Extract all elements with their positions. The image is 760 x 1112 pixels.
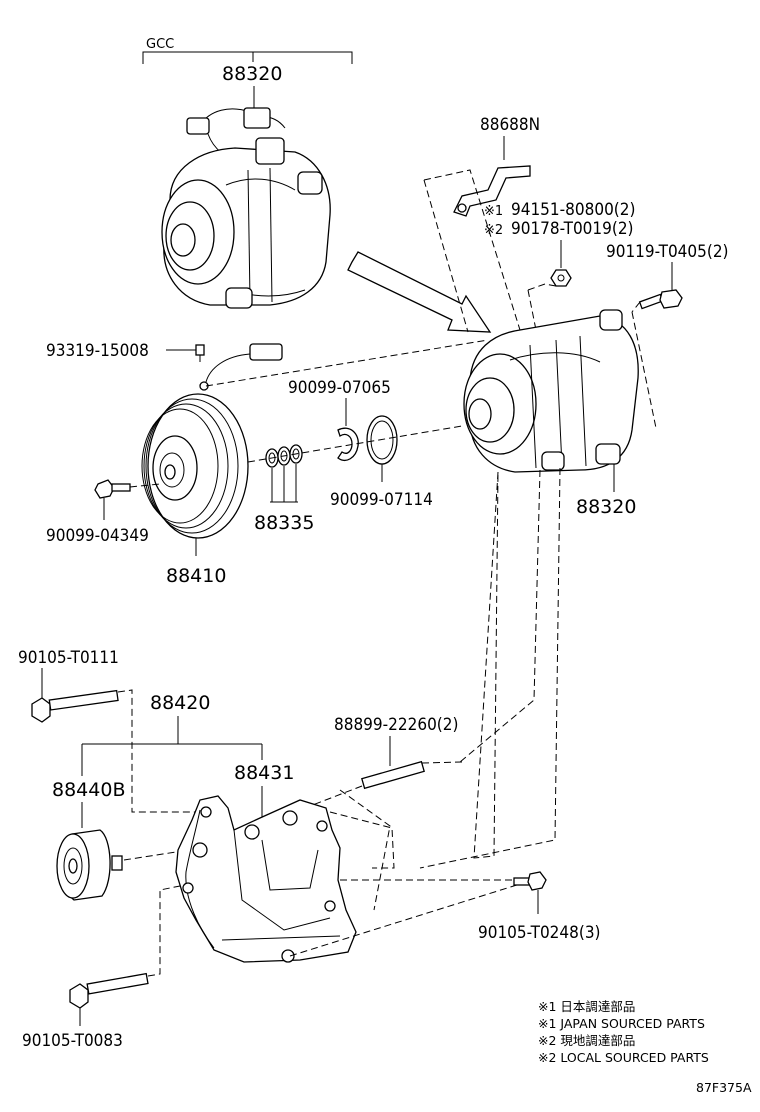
part-94151-label[interactable]: 94151-80800(2) (511, 200, 635, 220)
part-88320-right-label[interactable]: 88320 (576, 496, 636, 518)
note-japan-ja: ※1 日本調達部品 (538, 999, 635, 1014)
bracket-88431[interactable] (175, 795, 357, 963)
mark-1-label: ※1 (484, 204, 503, 219)
sensor-wire[interactable] (199, 343, 283, 391)
part-90099-07065-label[interactable]: 90099-07065 (288, 378, 391, 398)
part-88440b-label[interactable]: 88440B (52, 779, 125, 801)
gcc-bracket (142, 51, 353, 64)
bolt-90105-t0083-icon[interactable] (69, 972, 149, 1009)
figure-id: 87F375A (696, 1080, 752, 1095)
part-88335-label[interactable]: 88335 (254, 512, 314, 534)
part-88899-label[interactable]: 88899-22260(2) (334, 715, 458, 735)
idler-pulley-88440b[interactable] (56, 829, 123, 901)
part-90105-t0248-label[interactable]: 90105-T0248(3) (478, 923, 601, 943)
bolt-90105-t0248-icon[interactable] (513, 871, 547, 891)
note-local-ja: ※2 現地調達部品 (538, 1033, 635, 1048)
bolt-90105-t0111-icon[interactable] (31, 689, 119, 723)
part-90105-t0083-label[interactable]: 90105-T0083 (22, 1031, 123, 1051)
note-japan-en: ※1 JAPAN SOURCED PARTS (538, 1016, 705, 1031)
connector-icon (243, 107, 271, 129)
part-88320-top-label[interactable]: 88320 (222, 63, 282, 85)
part-93319-label[interactable]: 93319-15008 (46, 341, 149, 361)
part-90178-label[interactable]: 90178-T0019(2) (511, 219, 634, 239)
pulley-88410[interactable] (141, 393, 249, 539)
stud-bolt-88899-icon[interactable] (361, 760, 425, 790)
part-90099-07114-label[interactable]: 90099-07114 (330, 490, 433, 510)
direction-arrow-icon (347, 251, 492, 333)
ring-90099-07114[interactable] (366, 415, 398, 465)
gcc-label: GCC (146, 37, 174, 52)
part-88688n-label[interactable]: 88688N (480, 115, 540, 135)
part-90119-label[interactable]: 90119-T0405(2) (606, 242, 729, 262)
note-local-en: ※2 LOCAL SOURCED PARTS (538, 1050, 709, 1065)
compressor-assembly-top[interactable] (161, 107, 331, 309)
bolt-90099-04349-icon[interactable] (94, 479, 131, 499)
snap-ring-90099-07065[interactable] (337, 427, 359, 461)
part-90099-04349-label[interactable]: 90099-04349 (46, 526, 149, 546)
legend-notes: ※1 日本調達部品 ※1 JAPAN SOURCED PARTS ※2 現地調達… (538, 999, 709, 1065)
bracket-88688n[interactable] (453, 165, 531, 217)
connector-icon (186, 117, 210, 135)
nut-90178-icon[interactable] (550, 269, 572, 287)
part-88431-label[interactable]: 88431 (234, 762, 294, 784)
part-90105-t0111-label[interactable]: 90105-T0111 (18, 648, 119, 668)
screw-93319-icon[interactable] (195, 344, 205, 362)
bolt-90119-icon[interactable] (638, 289, 683, 310)
part-88410-label[interactable]: 88410 (166, 565, 226, 587)
part-88420-label[interactable]: 88420 (150, 692, 210, 714)
mark-2-label: ※2 (484, 223, 503, 238)
compressor-assembly-right[interactable] (463, 309, 639, 473)
